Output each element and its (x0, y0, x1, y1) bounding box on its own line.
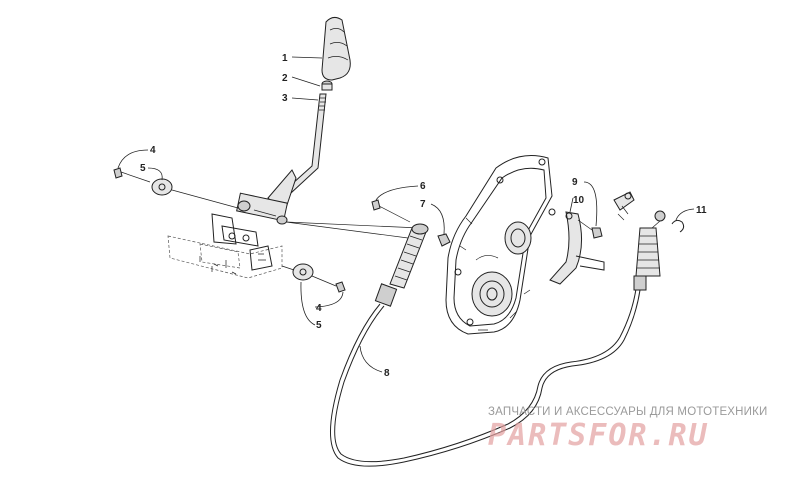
cable-nut[interactable] (437, 233, 451, 247)
callout-5-upper: 5 (140, 163, 146, 174)
shift-spacer[interactable] (321, 80, 333, 91)
callout-1: 1 (282, 53, 288, 64)
washer-upper-left[interactable] (151, 178, 173, 196)
cable-bolt[interactable] (371, 199, 411, 223)
watermark-caption: ЗАПЧАСТИ И АКСЕССУАРЫ ДЛЯ МОТОТЕХНИКИ (488, 406, 768, 418)
bolt-upper-left[interactable] (113, 167, 151, 183)
callout-4-upper: 4 (150, 145, 156, 156)
callout-9: 9 (572, 177, 578, 188)
shift-arm-linkage (613, 191, 635, 221)
callout-3: 3 (282, 93, 288, 104)
bolt-lower[interactable] (281, 265, 346, 293)
shift-cable[interactable] (330, 210, 666, 467)
watermark-logo: PARTSFOR.RU (488, 418, 709, 453)
callout-8: 8 (384, 368, 390, 379)
bracket-bolt[interactable] (577, 219, 603, 239)
callout-11: 11 (696, 205, 707, 216)
callout-10: 10 (573, 195, 585, 206)
callout-5-lower: 5 (316, 320, 322, 331)
washer-lower[interactable] (292, 263, 314, 281)
callout-6: 6 (420, 181, 426, 192)
lever-mount-bracket (167, 213, 283, 279)
callout-7: 7 (420, 199, 426, 210)
shift-lever[interactable] (236, 93, 327, 225)
shift-knob[interactable] (321, 16, 351, 81)
retaining-clip[interactable] (671, 219, 685, 233)
callout-4-lower: 4 (316, 303, 322, 314)
leader-lines (117, 56, 695, 373)
callout-2: 2 (282, 73, 288, 84)
engine-gearbox-housing (445, 155, 556, 335)
cable-bracket[interactable] (549, 211, 605, 285)
